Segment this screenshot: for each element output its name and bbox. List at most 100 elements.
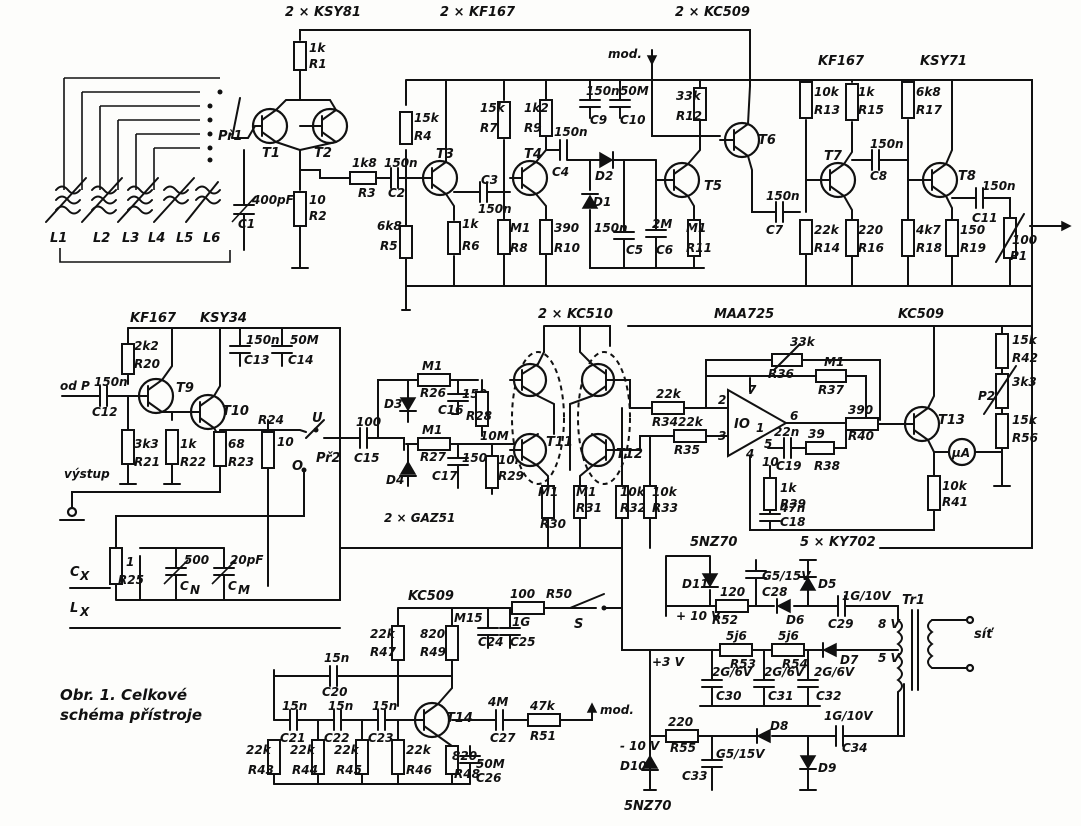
d4-label: D4 <box>386 473 404 487</box>
r15-value: 1k <box>858 85 875 99</box>
c19-value: 22n <box>774 425 799 439</box>
c24-ref: C24 <box>478 635 504 649</box>
r36-ref: R36 <box>768 367 794 381</box>
c16-ref: C16 <box>438 403 464 417</box>
c7-value: 150n <box>766 189 800 203</box>
r49-value: 820 <box>420 627 445 641</box>
c28-ref: C28 <box>762 585 788 599</box>
header-maa725: MAA725 <box>714 307 774 322</box>
t2-label: T2 <box>314 146 332 161</box>
d6-label: D6 <box>786 613 804 627</box>
r2-value: 10 <box>309 193 326 207</box>
r31-value: M1 <box>576 485 596 499</box>
r46-ref: R46 <box>406 763 432 777</box>
v5-label: 5 V <box>878 651 902 665</box>
cn-sub: N <box>190 583 200 597</box>
transistor-t3: T3 <box>419 147 459 197</box>
c1-value: 400pF <box>251 193 295 207</box>
header-kc509-top: 2 × KC509 <box>675 5 750 20</box>
r24-value: 10 <box>277 435 294 449</box>
c9-value: 150n <box>586 84 620 98</box>
r40-value: 390 <box>848 403 873 417</box>
c25-ref: C25 <box>510 635 536 649</box>
r20-ref: R20 <box>134 357 160 371</box>
r10-value: 390 <box>554 221 579 235</box>
pin3-label: 3 <box>718 429 726 443</box>
c30-value: 2G/6V <box>712 665 754 679</box>
pin2-label: 2 <box>718 393 726 407</box>
d2-label: D2 <box>595 169 613 183</box>
r54-ref: R54 <box>782 657 808 671</box>
r34-ref: R34 <box>652 415 678 429</box>
pin4-label: 4 <box>745 447 754 461</box>
r8-value: M1 <box>510 221 530 235</box>
r38-ref: R38 <box>814 459 840 473</box>
coil-label: L3 <box>122 231 139 246</box>
header-kf167-left: KF167 <box>130 311 177 326</box>
switch-pr2-label: Př2 <box>316 451 341 466</box>
range-switch-pr1[interactable]: Př1 <box>207 89 249 163</box>
t9-label: T9 <box>176 381 194 396</box>
c2-ref: C2 <box>388 186 405 200</box>
header-kf167-top: 2 × KF167 <box>440 5 516 20</box>
r56-value: 15k <box>1012 413 1038 427</box>
r37-value: M1 <box>824 355 844 369</box>
c18-ref: C18 <box>780 515 806 529</box>
c30-ref: C30 <box>716 689 742 703</box>
c11-ref: C11 <box>972 211 998 225</box>
transistor-t8: T8 <box>921 161 976 199</box>
c10-value: 50M <box>620 84 649 98</box>
r45-value: 22k <box>334 743 360 757</box>
c18-value: 47n <box>779 501 805 515</box>
d8-label: D8 <box>770 719 788 733</box>
c12-ref: C12 <box>92 405 118 419</box>
r56-ref: R56 <box>1012 431 1038 445</box>
r16-ref: R16 <box>858 241 884 255</box>
r12-ref: R12 <box>676 109 702 123</box>
c34-ref: C34 <box>842 741 868 755</box>
r9-value: 1k2 <box>524 101 549 115</box>
r54-value: 5j6 <box>778 629 799 643</box>
cx-sub: X <box>79 569 90 583</box>
r17-value: 6k8 <box>916 85 941 99</box>
cm-value: 20pF <box>230 553 264 567</box>
transformer-tr1: Tr1 síť 8 V 5 V <box>878 593 994 693</box>
r45-ref: R45 <box>336 763 362 777</box>
r13-ref: R13 <box>814 103 840 117</box>
c13-value: 150n <box>246 333 280 347</box>
r52-value: 120 <box>720 585 745 599</box>
r7-ref: R7 <box>480 121 498 135</box>
cn-label: C <box>180 579 189 593</box>
c28-value: G5/15V <box>762 569 812 583</box>
r51-ref: R51 <box>530 729 556 743</box>
r22-ref: R22 <box>180 455 206 469</box>
c34-value: 1G/10V <box>824 709 874 723</box>
v8-label: 8 V <box>878 617 902 631</box>
r21-ref: R21 <box>134 455 160 469</box>
r23-value: 68 <box>228 437 245 451</box>
r31-ref: R31 <box>576 501 602 515</box>
p1-ref: P1 <box>1010 249 1027 263</box>
r55-ref: R55 <box>670 741 696 755</box>
plus3-label: +3 V <box>652 655 686 669</box>
header-kf167-right: KF167 <box>818 54 865 69</box>
c29-value: 1G/10V <box>842 589 892 603</box>
r35-ref: R35 <box>674 443 700 457</box>
r50-ref: R50 <box>546 587 572 601</box>
r1-value: 1k <box>309 41 326 55</box>
transistor-t7: T7 <box>819 149 857 199</box>
r2-ref: R2 <box>309 209 327 223</box>
c21-ref: C21 <box>280 731 306 745</box>
r18-value: 4k7 <box>915 223 941 237</box>
d10-label: D10 <box>620 759 647 773</box>
r39-value: 1k <box>780 481 797 495</box>
c22-value: 15n <box>328 699 353 713</box>
c11-value: 150n <box>982 179 1016 193</box>
r29-ref: R29 <box>498 469 524 483</box>
od-p-label: od P <box>60 379 90 393</box>
t4-label: T4 <box>524 147 542 162</box>
opamp-io1: IO 1 2 3 7 6 4 5 10 <box>718 383 798 469</box>
r8-ref: R8 <box>510 241 528 255</box>
